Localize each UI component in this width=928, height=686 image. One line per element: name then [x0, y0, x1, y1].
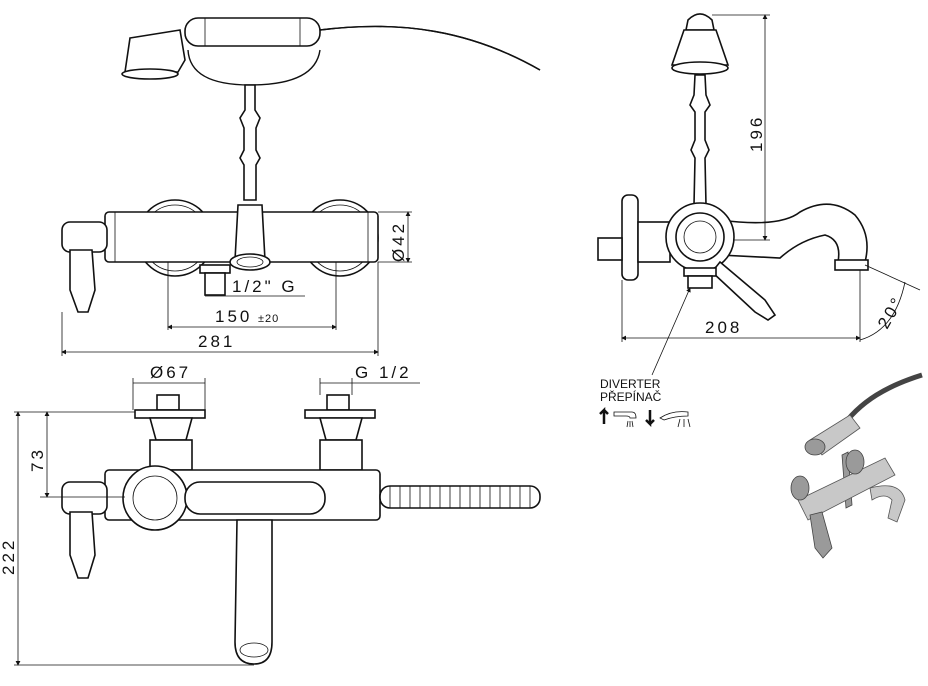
hand-shower-handle — [184, 17, 321, 47]
hand-shower-head — [124, 29, 186, 73]
body-diameter-label: Ø42 — [389, 221, 408, 262]
thread-label: 1/2" G — [232, 277, 298, 296]
lever-handle — [69, 249, 96, 313]
connection-label: G 1/2 — [355, 363, 412, 382]
top-hose — [379, 485, 541, 509]
overall-width-label: 281 — [198, 332, 235, 351]
front-view: 1/2" G 150 ±20 281 Ø42 — [61, 17, 541, 356]
wall-offset-label: 73 — [28, 447, 47, 472]
spacing-label: 150 — [215, 307, 252, 326]
spout — [234, 204, 266, 261]
diverter-up-spout-icon — [599, 406, 637, 428]
projection-label: 208 — [705, 318, 742, 337]
spacing-tolerance: ±20 — [258, 313, 279, 325]
column — [239, 84, 261, 201]
diverter-down-shower-icon — [645, 410, 691, 428]
diverter-label: DIVERTER — [600, 377, 661, 391]
diverter-label-cz: PŘEPÍNAČ — [600, 389, 662, 404]
product-render — [790, 372, 923, 559]
side-shower-head — [670, 29, 730, 66]
angle-label: 20° — [874, 292, 908, 332]
hose — [319, 25, 541, 71]
top-view: Ø67 G 1/2 73 222 — [0, 363, 541, 666]
flange-diameter-label: Ø67 — [150, 363, 191, 382]
side-view: 196 208 20° DIVERTER PŘEPÍNAČ — [597, 13, 921, 428]
top-spout — [234, 519, 273, 665]
overall-depth-label: 222 — [0, 538, 18, 575]
height-label: 196 — [747, 115, 766, 152]
side-spout — [719, 203, 868, 263]
